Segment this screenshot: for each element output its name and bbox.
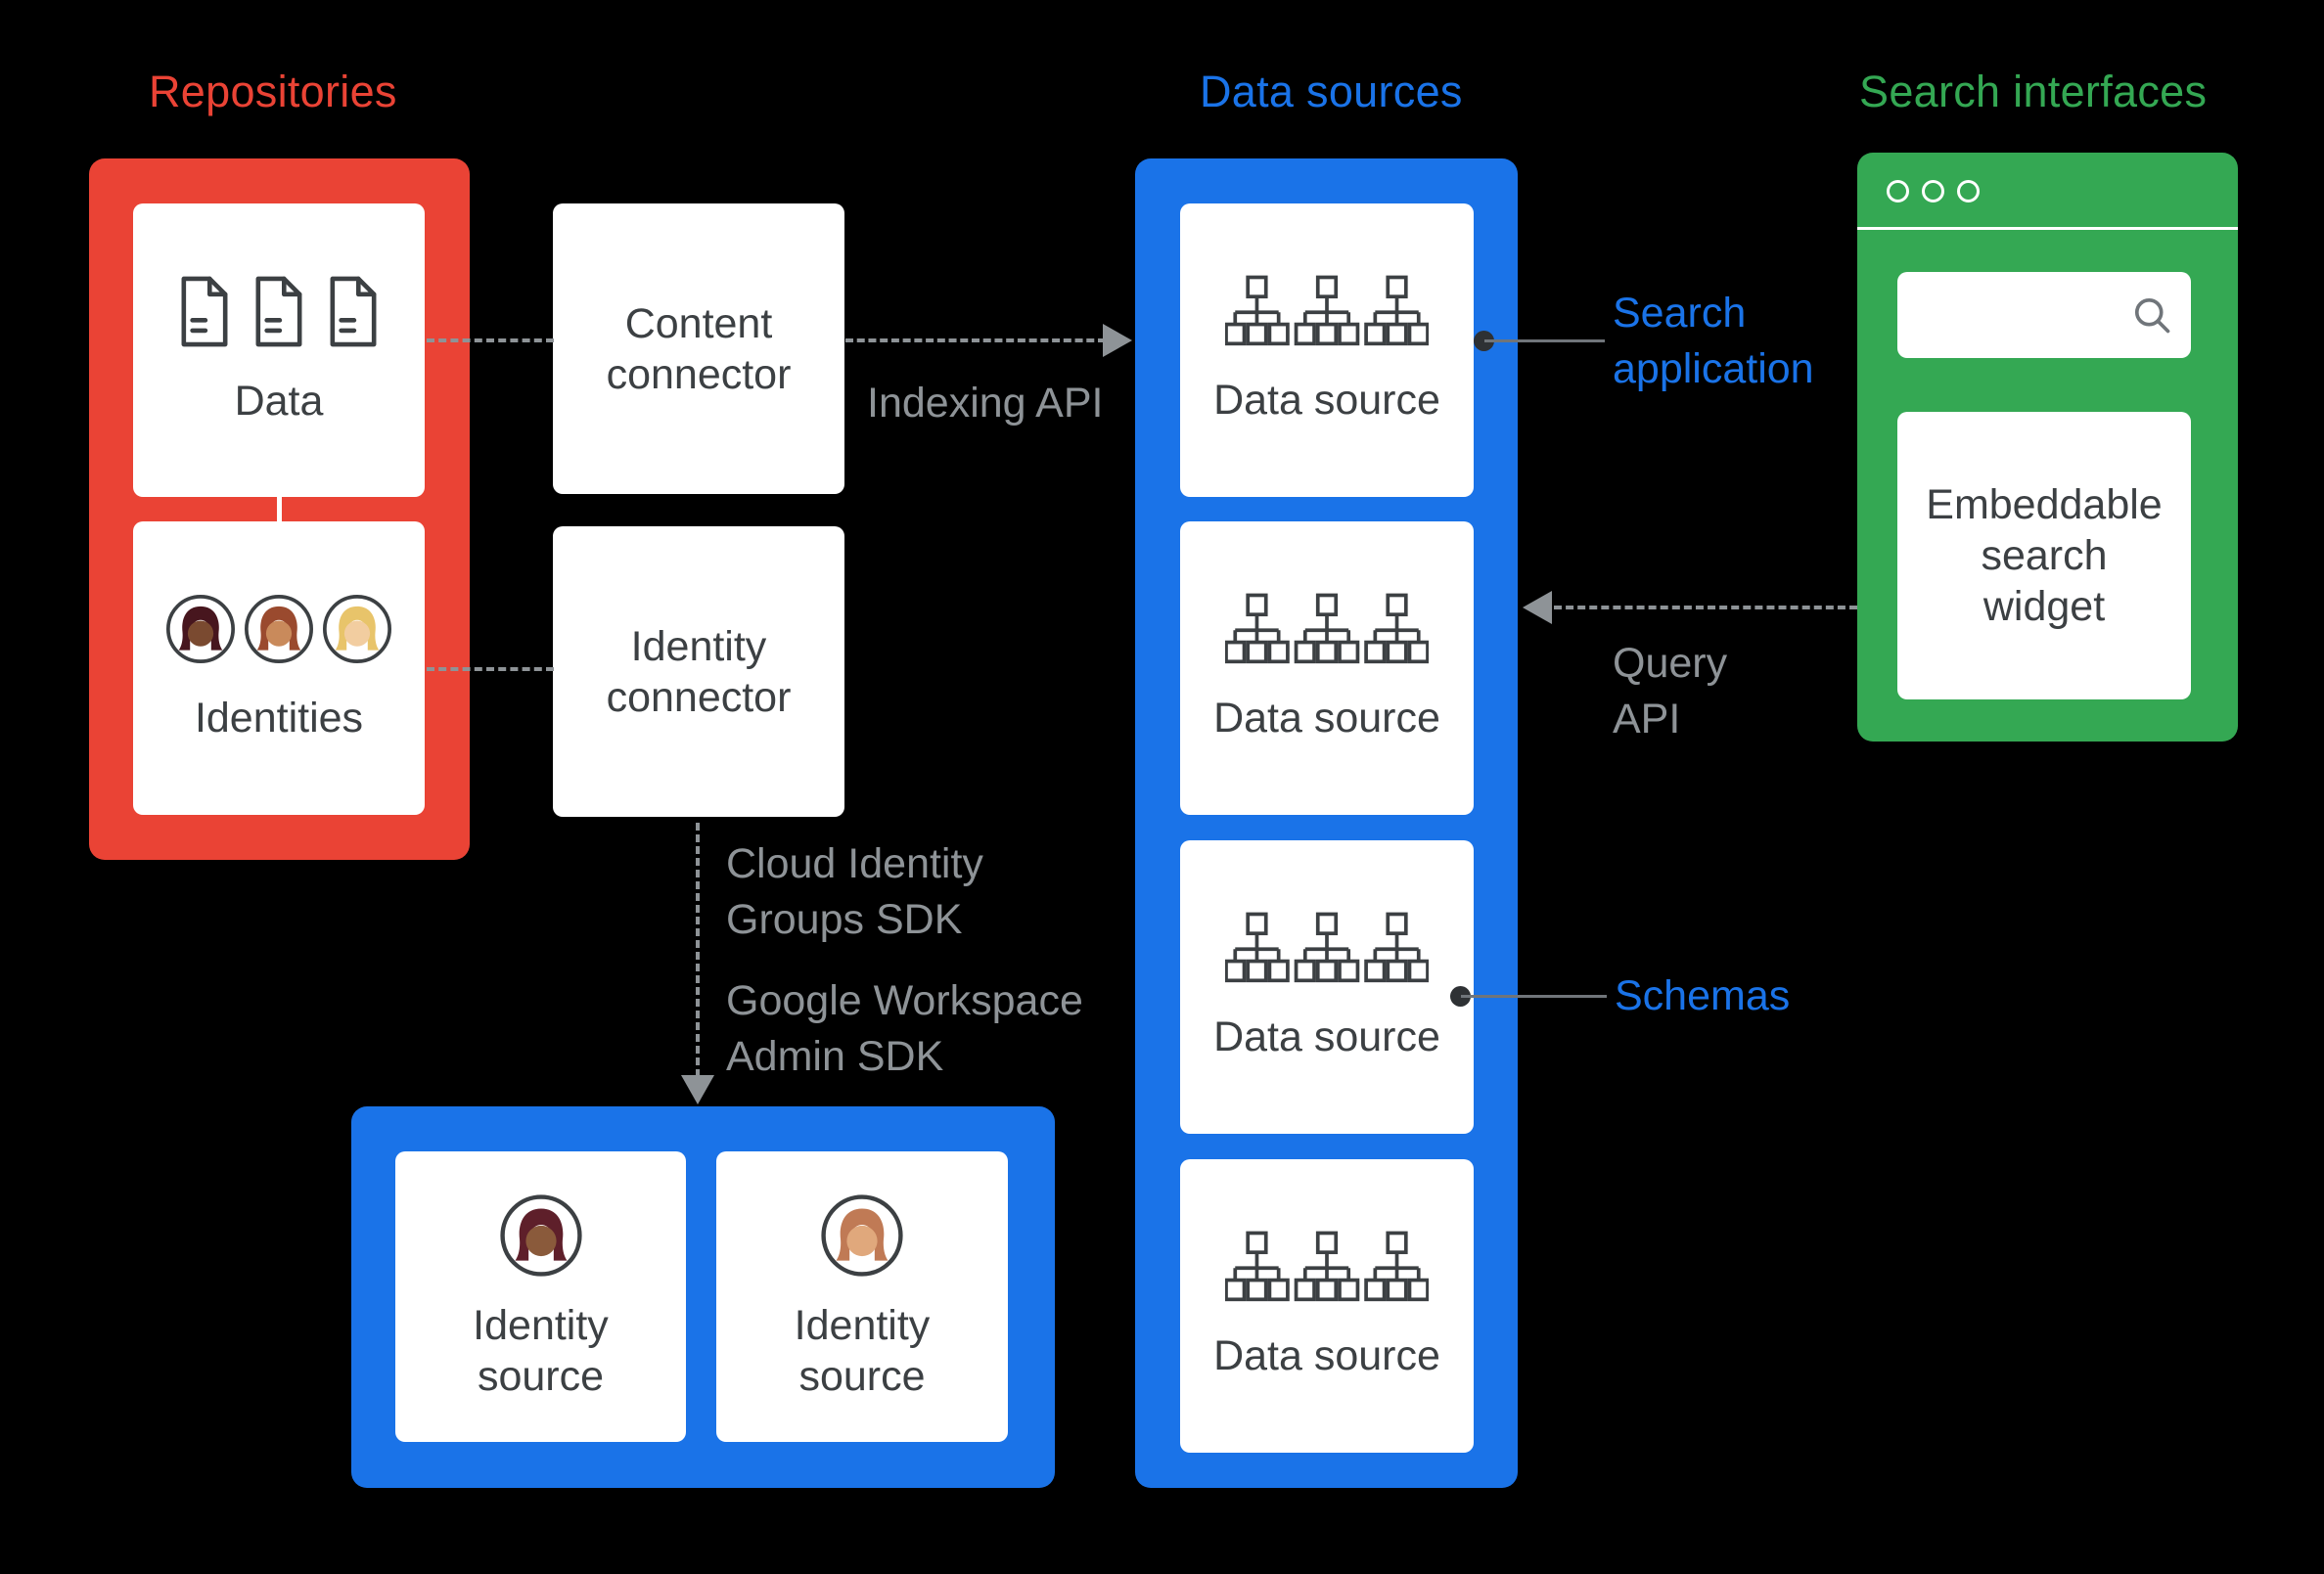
search-interfaces-group: Embeddable search widget [1857, 153, 2238, 742]
data-to-content-connector-line [427, 338, 554, 342]
sdk-arrowhead [681, 1075, 714, 1104]
window-control-icon [1887, 180, 1909, 202]
data-source-label: Data source [1213, 1332, 1440, 1379]
data-card-label: Data [234, 377, 324, 425]
content-connector-label: Content connector [606, 299, 792, 398]
browser-window-controls [1887, 180, 1980, 202]
identities-card-label: Identities [194, 695, 364, 742]
person-avatar-icon [819, 1192, 905, 1279]
indexing-api-arrowhead [1103, 324, 1132, 357]
org-chart-icon [1225, 912, 1429, 984]
window-control-icon [1922, 180, 1944, 202]
identity-connector-label: Identity connector [606, 622, 792, 721]
person-avatar-icon [498, 1192, 584, 1279]
window-control-icon [1957, 180, 1980, 202]
schemas-line [1461, 995, 1607, 998]
query-api-arrowhead [1523, 591, 1552, 624]
indexing-api-arrow-line [845, 338, 1106, 342]
search-icon [2134, 297, 2170, 334]
data-source-label: Data source [1213, 377, 1440, 424]
document-icons [175, 275, 383, 348]
search-application-dot [1474, 331, 1494, 351]
org-chart-icon [1225, 1231, 1429, 1303]
browser-chrome-divider [1857, 227, 2238, 230]
search-application-line [1484, 339, 1605, 342]
content-connector-box: Content connector [553, 203, 844, 494]
data-source-card: Data source [1180, 1159, 1474, 1453]
search-application-label: Search application [1613, 290, 1814, 392]
document-icon [324, 275, 383, 348]
document-icon [175, 275, 234, 348]
schemas-label: Schemas [1615, 972, 1791, 1019]
embeddable-search-widget-label: Embeddable search widget [1926, 481, 2163, 630]
person-avatar-icon [245, 595, 313, 663]
identity-sources-group: Identity source Identity source [351, 1106, 1055, 1488]
data-source-card: Data source [1180, 521, 1474, 815]
cloud-identity-sdk-label: Cloud Identity Groups SDK [726, 840, 983, 943]
schemas-dot [1450, 986, 1471, 1007]
identity-source-label: Identity source [473, 1301, 609, 1400]
org-chart-icon [1225, 593, 1429, 665]
query-api-arrow-line [1554, 606, 1857, 609]
identity-connector-box: Identity connector [553, 526, 844, 817]
query-api-label: Query API [1613, 640, 1728, 742]
repositories-group: Data Identities [89, 158, 470, 860]
document-icon [250, 275, 308, 348]
identity-source-card: Identity source [395, 1151, 686, 1442]
data-repository-card: Data [133, 203, 425, 497]
person-avatar-icon [323, 595, 391, 663]
workspace-admin-sdk-label: Google Workspace Admin SDK [726, 977, 1083, 1080]
data-source-card: Data source [1180, 840, 1474, 1134]
data-identities-link [277, 497, 282, 521]
identity-source-label: Identity source [794, 1301, 931, 1400]
identities-to-identity-connector-line [427, 667, 554, 671]
person-avatar-icon [166, 595, 235, 663]
identities-repository-card: Identities [133, 521, 425, 815]
org-chart-icon [1225, 275, 1429, 347]
data-sources-section-label: Data sources [1200, 67, 1463, 116]
identity-source-card: Identity source [716, 1151, 1008, 1442]
sdk-arrow-line [696, 823, 700, 1077]
data-sources-group: Data source Data source Data source Data… [1135, 158, 1518, 1488]
data-source-card: Data source [1180, 203, 1474, 497]
identity-avatars [164, 593, 393, 665]
data-source-label: Data source [1213, 695, 1440, 742]
search-input[interactable] [1897, 272, 2191, 358]
repositories-section-label: Repositories [149, 67, 397, 116]
embeddable-search-widget-card: Embeddable search widget [1897, 412, 2191, 699]
indexing-api-label: Indexing API [867, 380, 1104, 427]
search-interfaces-section-label: Search interfaces [1859, 67, 2208, 116]
data-source-label: Data source [1213, 1013, 1440, 1060]
